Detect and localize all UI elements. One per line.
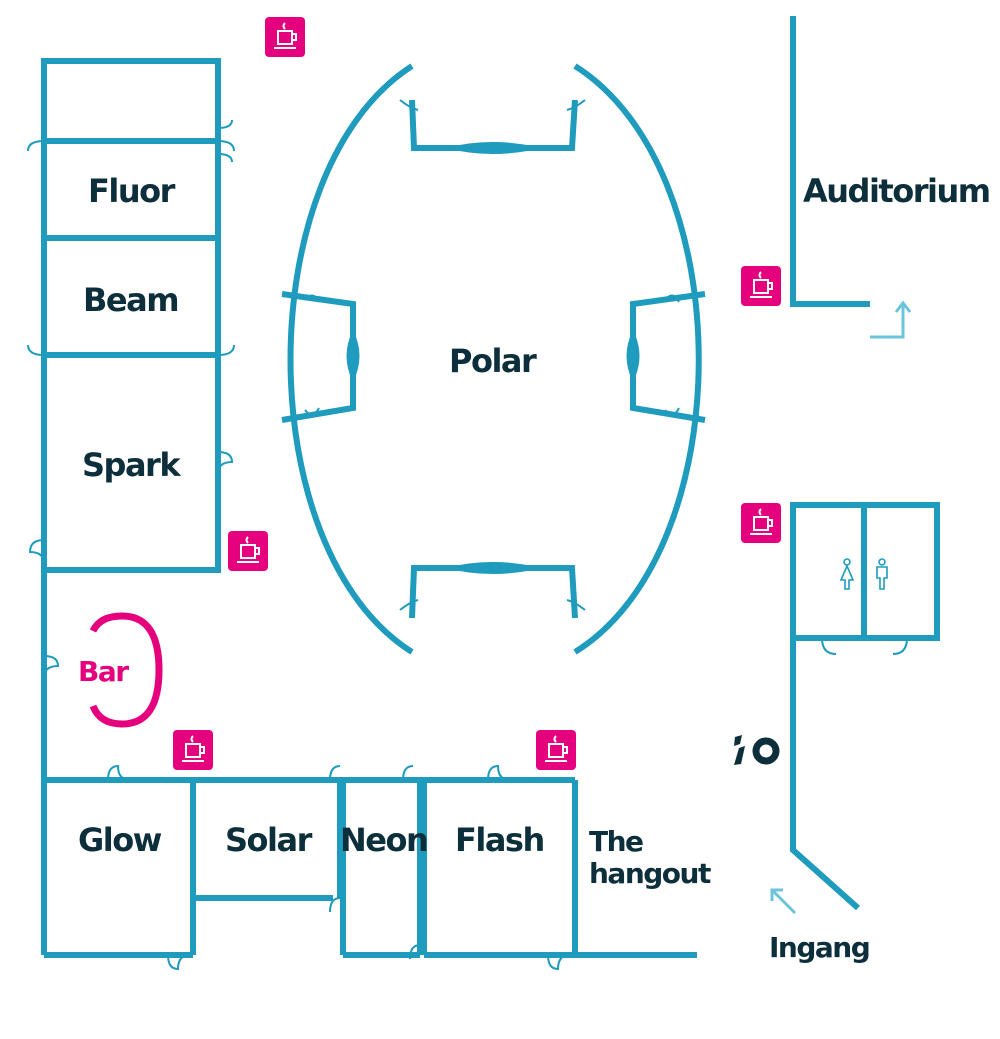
polar-left-wall <box>287 63 414 655</box>
polar-right-wall <box>573 63 702 655</box>
room-auditorium[interactable]: Auditorium <box>803 172 991 210</box>
left-rooms-outline <box>41 58 221 573</box>
female-toilet-icon <box>839 558 855 590</box>
coffee-icon <box>265 17 305 57</box>
coffee-icon <box>741 266 781 306</box>
coffee-icon <box>173 730 213 770</box>
bar-counter <box>89 612 163 728</box>
coffee-icon <box>536 730 576 770</box>
room-neon[interactable]: Neon <box>340 821 429 859</box>
room-solar[interactable]: Solar <box>225 821 312 859</box>
room-fluor[interactable]: Fluor <box>88 172 175 210</box>
entrance-label[interactable]: Ingang <box>769 931 871 964</box>
bar-label[interactable]: Bar <box>78 655 129 688</box>
coffee-icon <box>741 503 781 543</box>
doors <box>27 99 908 971</box>
room-beam[interactable]: Beam <box>83 281 180 319</box>
male-toilet-icon <box>876 558 888 590</box>
arrow-icon <box>870 304 905 339</box>
arrow-icon <box>770 888 797 915</box>
room-flash[interactable]: Flash <box>455 821 545 859</box>
room-polar[interactable]: Polar <box>449 342 537 380</box>
room-glow[interactable]: Glow <box>78 821 162 859</box>
coffee-icon <box>228 531 268 571</box>
area-hangout[interactable]: The hangout <box>589 825 711 891</box>
room-spark[interactable]: Spark <box>82 446 181 484</box>
io-logo <box>734 735 780 765</box>
